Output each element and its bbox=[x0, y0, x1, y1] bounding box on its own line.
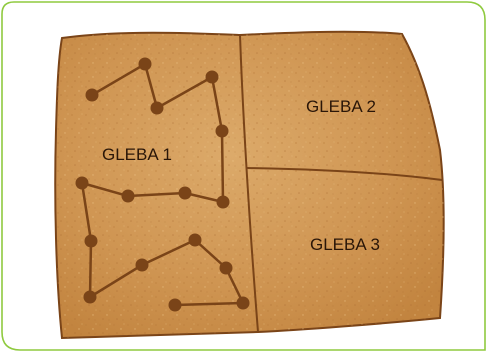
network-node bbox=[150, 101, 164, 115]
network-nodes bbox=[75, 57, 250, 312]
network-node bbox=[135, 258, 149, 272]
land-texture bbox=[55, 31, 444, 338]
network-node bbox=[168, 298, 182, 312]
divider-vertical bbox=[239, 34, 259, 333]
network-node bbox=[85, 88, 99, 102]
network-node bbox=[121, 189, 135, 203]
gleba-1-label: GLEBA 1 bbox=[102, 145, 172, 164]
network-node bbox=[188, 233, 202, 247]
network-node bbox=[75, 176, 89, 190]
network-node bbox=[205, 70, 219, 84]
gleba-3-label: GLEBA 3 bbox=[310, 235, 380, 254]
network-node bbox=[138, 57, 152, 71]
divider-horizontal bbox=[246, 167, 443, 181]
network-node bbox=[178, 186, 192, 200]
network-node bbox=[84, 234, 98, 248]
network-node bbox=[215, 124, 229, 138]
gleba-2-label: GLEBA 2 bbox=[306, 97, 376, 116]
network-node bbox=[83, 290, 97, 304]
network-node bbox=[219, 261, 233, 275]
network-path bbox=[80, 62, 245, 307]
network-node bbox=[236, 296, 250, 310]
network-node bbox=[216, 195, 230, 209]
